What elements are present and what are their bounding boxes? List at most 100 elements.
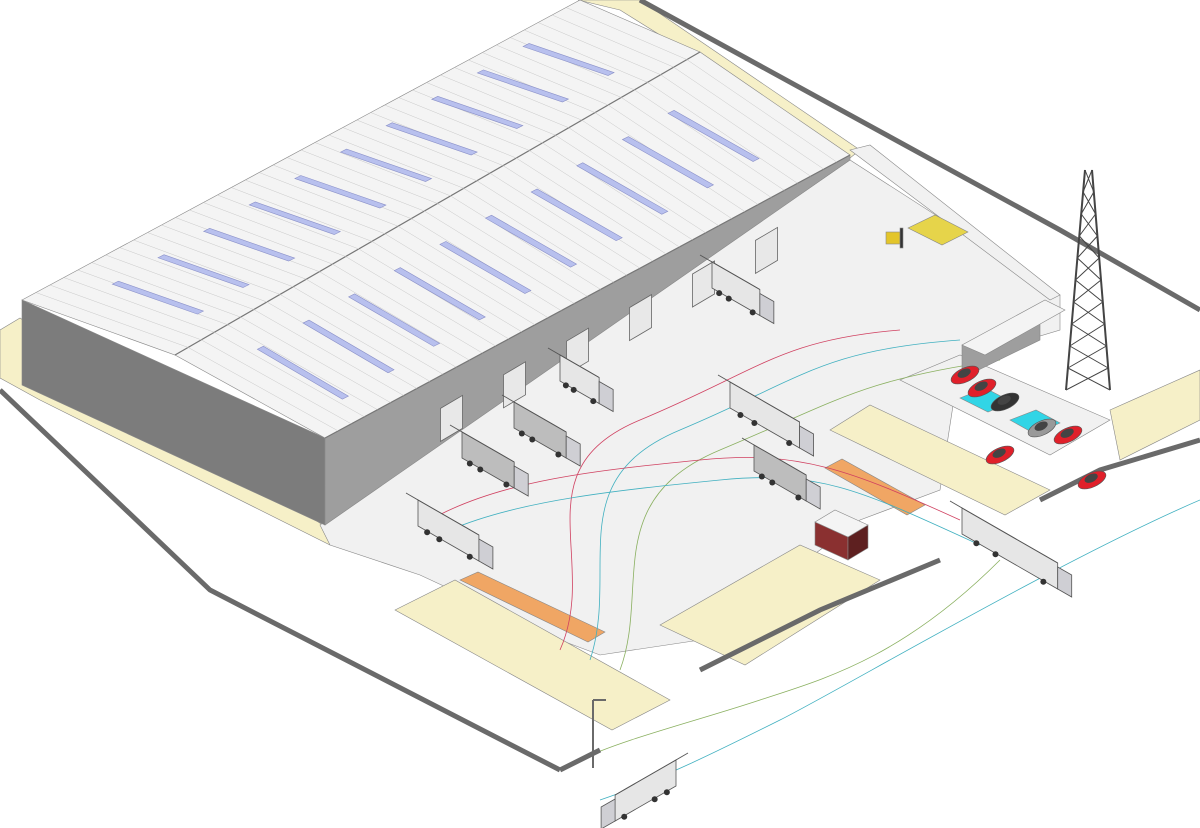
truck-wheel — [749, 309, 756, 316]
pallet-stack — [907, 214, 969, 246]
truck-cab — [600, 798, 616, 828]
roof-rib — [538, 22, 661, 75]
skylight — [431, 95, 524, 129]
roof-rib — [119, 247, 267, 303]
landscape-east-bed — [1109, 369, 1200, 461]
roof-rib — [634, 89, 785, 191]
roof-rib — [476, 180, 628, 276]
roof-rib — [565, 7, 687, 60]
roof-rib — [673, 66, 824, 170]
skylight — [476, 69, 570, 103]
roof-rib — [440, 74, 569, 128]
roof-rib — [319, 271, 470, 361]
roof-rib — [607, 104, 759, 205]
roof-rib — [342, 127, 477, 182]
roof-rib — [203, 202, 346, 257]
truck-wheel — [570, 386, 577, 393]
truck-wheel — [436, 536, 443, 543]
truck-wheel — [786, 440, 793, 446]
truck-trailer-top — [405, 492, 480, 536]
skylight — [385, 122, 478, 156]
tracking-line — [619, 359, 1001, 671]
car-icon — [950, 365, 980, 385]
truck-cab — [799, 425, 814, 457]
car-roof — [957, 368, 971, 378]
roof-rib — [371, 241, 523, 333]
truck-wheel — [621, 813, 628, 820]
roof-rib — [529, 150, 680, 248]
roof-rib — [345, 256, 496, 347]
roof-rib — [555, 135, 706, 234]
roof-rib — [35, 292, 189, 348]
roof-rib — [482, 52, 609, 106]
tracking-line — [449, 477, 981, 546]
dock-door — [629, 293, 652, 342]
roof-rib — [424, 210, 575, 304]
truck-wheel — [651, 796, 658, 803]
truck-wheel — [562, 382, 569, 389]
skylight — [302, 319, 395, 374]
roof-rib — [133, 239, 281, 295]
forklift-icon — [885, 227, 904, 249]
dock-door — [755, 226, 778, 275]
truck-trailer-top — [547, 347, 600, 378]
car-roof — [1034, 421, 1048, 431]
truck-cab — [759, 292, 775, 325]
rear-yard-strip — [849, 144, 1061, 301]
cabin-top — [961, 299, 1066, 356]
truck-trailer-top — [949, 500, 1058, 564]
roof-rib — [328, 134, 464, 189]
truck-wheel — [555, 451, 562, 458]
roof-rib — [259, 172, 399, 227]
truck-icon — [405, 492, 494, 570]
truck-wheel — [477, 466, 484, 473]
mast-brace — [1082, 169, 1093, 193]
truck-icon — [547, 347, 614, 413]
roof-rib — [581, 119, 733, 219]
roof-rib — [356, 119, 491, 174]
roof-rib — [292, 286, 444, 375]
car-icon — [985, 445, 1015, 465]
truck-wheel — [769, 479, 776, 486]
tracking-line — [589, 339, 961, 661]
landscape-bed-1 — [829, 404, 1051, 516]
mast-brace — [1067, 367, 1111, 391]
trucks — [405, 254, 1073, 828]
landscape-bed-3 — [394, 579, 671, 731]
mast-bracing — [1065, 169, 1111, 391]
cars — [950, 365, 1107, 490]
truck-icon — [741, 437, 821, 510]
dock-door — [440, 394, 463, 443]
truck-trailer-top — [501, 394, 567, 433]
dock-door — [692, 260, 715, 308]
mast-brace — [1078, 213, 1097, 237]
car-roof — [974, 381, 988, 391]
truck-trailer-top — [614, 752, 689, 796]
truck-icon — [501, 394, 581, 467]
mast-brace — [1071, 323, 1107, 347]
loading-dock-doors — [440, 226, 778, 443]
roof-rib — [227, 324, 378, 410]
truck-wheel — [795, 494, 802, 501]
roof-rib — [647, 82, 798, 184]
roof-rib — [660, 74, 811, 177]
pallets — [907, 214, 969, 246]
roof-rib — [686, 59, 838, 163]
truck-cab — [805, 478, 821, 510]
roof-rib — [426, 82, 556, 136]
truck-trailer-top — [449, 424, 515, 463]
skylight — [621, 136, 715, 189]
skylight — [667, 110, 760, 162]
roof-rib — [188, 347, 339, 432]
skylight — [339, 148, 433, 182]
roof-rib — [489, 172, 641, 269]
mast-brace — [1075, 279, 1104, 303]
fence-east — [1038, 437, 1200, 503]
roof-rib — [454, 67, 582, 121]
roof-rib — [524, 29, 648, 83]
roof-rib — [463, 188, 614, 283]
mast-brace — [1069, 323, 1105, 347]
truck-wheel — [716, 290, 723, 297]
roof-rib — [245, 179, 386, 235]
truck-trailer-side — [961, 507, 1059, 590]
